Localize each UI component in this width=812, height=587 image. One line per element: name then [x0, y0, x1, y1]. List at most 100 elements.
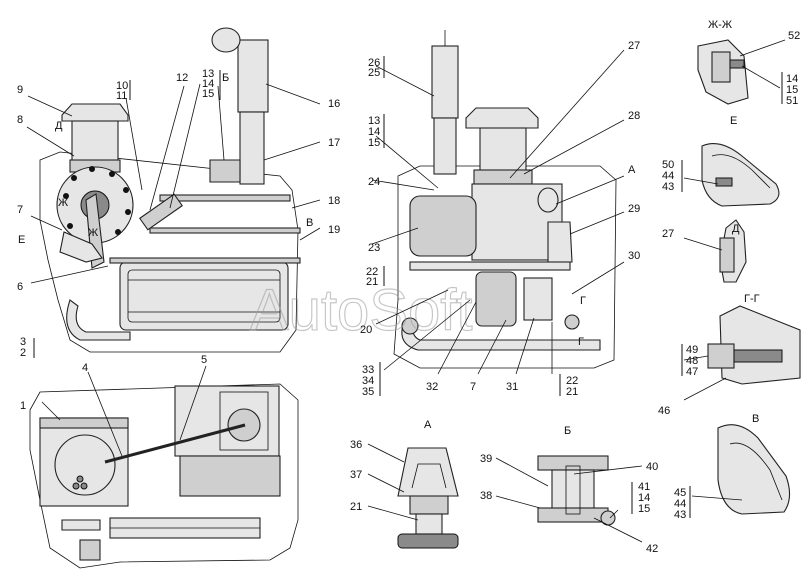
label-46: 46 [658, 405, 670, 417]
label-33: 33 [362, 364, 374, 376]
label-brackets [33, 56, 783, 518]
section-e: Е [730, 115, 737, 127]
label-section-g-arrow-1: Г [580, 295, 586, 307]
label-22b: 22 [566, 375, 578, 387]
detail-e [701, 143, 780, 207]
label-section-v-arrow: В [306, 217, 313, 229]
section-v: В [752, 413, 759, 425]
label-39: 39 [480, 453, 492, 465]
label-23: 23 [368, 242, 380, 254]
center-cylinder [475, 271, 517, 327]
label-29: 29 [628, 203, 640, 215]
label-14b: 14 [368, 126, 380, 138]
view-center [393, 30, 617, 369]
label-14: 14 [202, 78, 214, 90]
label-42: 42 [646, 543, 658, 555]
label-34: 34 [362, 375, 374, 387]
label-section-d-arrow: Д [55, 120, 63, 132]
label-32: 32 [426, 381, 438, 393]
detail-zh-zh [697, 39, 749, 105]
section-b: Б [564, 425, 571, 437]
label-28: 28 [628, 110, 640, 122]
label-13: 13 [202, 68, 214, 80]
label-51: 51 [786, 95, 798, 107]
section-zh-zh: Ж-Ж [708, 19, 732, 31]
label-14d: 14 [786, 73, 798, 85]
label-31: 31 [506, 381, 518, 393]
section-a: А [424, 419, 432, 431]
section-g-g: Г-Г [744, 293, 760, 305]
detail-v [717, 424, 791, 515]
detail-b [537, 455, 616, 526]
label-section-g-arrow-2: Г [578, 336, 584, 348]
label-43a: 43 [662, 181, 674, 193]
label-22: 22 [366, 266, 378, 278]
label-15b: 15 [368, 137, 380, 149]
label-7: 7 [17, 204, 23, 216]
label-24: 24 [368, 176, 380, 188]
exhaust-pipe [237, 39, 269, 113]
label-7b: 7 [470, 381, 476, 393]
label-13b: 13 [368, 115, 380, 127]
view-bottom-left [29, 383, 299, 569]
detail-a [397, 447, 459, 549]
label-11: 11 [116, 90, 127, 102]
label-44b: 44 [674, 498, 686, 510]
detail-a-cap [397, 447, 459, 497]
label-section-e-arrow: Е [18, 234, 25, 246]
detail-g-g [707, 305, 801, 385]
label-26: 26 [368, 57, 380, 69]
view-top-left [39, 27, 301, 353]
label-1: 1 [20, 400, 26, 412]
label-48: 48 [686, 355, 698, 367]
part-labels: 9 8 7 6 10 11 12 13 14 15 Б 16 17 18 19 … [17, 19, 800, 555]
label-8: 8 [17, 114, 23, 126]
label-25: 25 [368, 67, 380, 79]
label-40: 40 [646, 461, 658, 473]
label-section-zh-arrow-1: Ж [58, 197, 68, 209]
label-27b: 27 [662, 228, 674, 240]
label-37: 37 [350, 469, 362, 481]
label-2: 2 [20, 347, 26, 359]
label-section-zh-arrow-2: Ж [88, 227, 98, 239]
center-stack [431, 45, 459, 119]
label-47: 47 [686, 366, 698, 378]
label-section-b-arrow: Б [222, 72, 229, 84]
section-d: Д [732, 223, 740, 235]
label-20: 20 [360, 324, 372, 336]
watermark: AutoSoft [250, 278, 472, 343]
label-43b: 43 [674, 509, 686, 521]
label-10: 10 [116, 80, 128, 92]
detail-b-body [551, 469, 595, 511]
label-38: 38 [480, 490, 492, 502]
label-21: 21 [366, 276, 378, 288]
leader-lines [26, 39, 786, 543]
label-41: 41 [638, 481, 650, 493]
label-30: 30 [628, 250, 640, 262]
label-49: 49 [686, 344, 698, 356]
label-15c: 15 [638, 503, 650, 515]
label-section-a-arrow: А [628, 164, 636, 176]
air-filter-body [71, 120, 119, 162]
air-filter-cap [61, 103, 129, 122]
label-6: 6 [17, 281, 23, 293]
label-12: 12 [176, 72, 188, 84]
label-3: 3 [20, 336, 26, 348]
detail-d [719, 219, 747, 283]
label-50: 50 [662, 159, 674, 171]
label-5: 5 [201, 354, 207, 366]
label-18: 18 [328, 195, 340, 207]
label-14c: 14 [638, 492, 650, 504]
label-21c: 21 [350, 501, 362, 513]
label-27a: 27 [628, 40, 640, 52]
label-52: 52 [788, 30, 800, 42]
label-16: 16 [328, 98, 340, 110]
label-44a: 44 [662, 170, 674, 182]
label-4: 4 [82, 362, 88, 374]
label-9: 9 [17, 84, 23, 96]
label-45: 45 [674, 487, 686, 499]
label-15d: 15 [786, 84, 798, 96]
label-35: 35 [362, 386, 374, 398]
label-17: 17 [328, 137, 340, 149]
